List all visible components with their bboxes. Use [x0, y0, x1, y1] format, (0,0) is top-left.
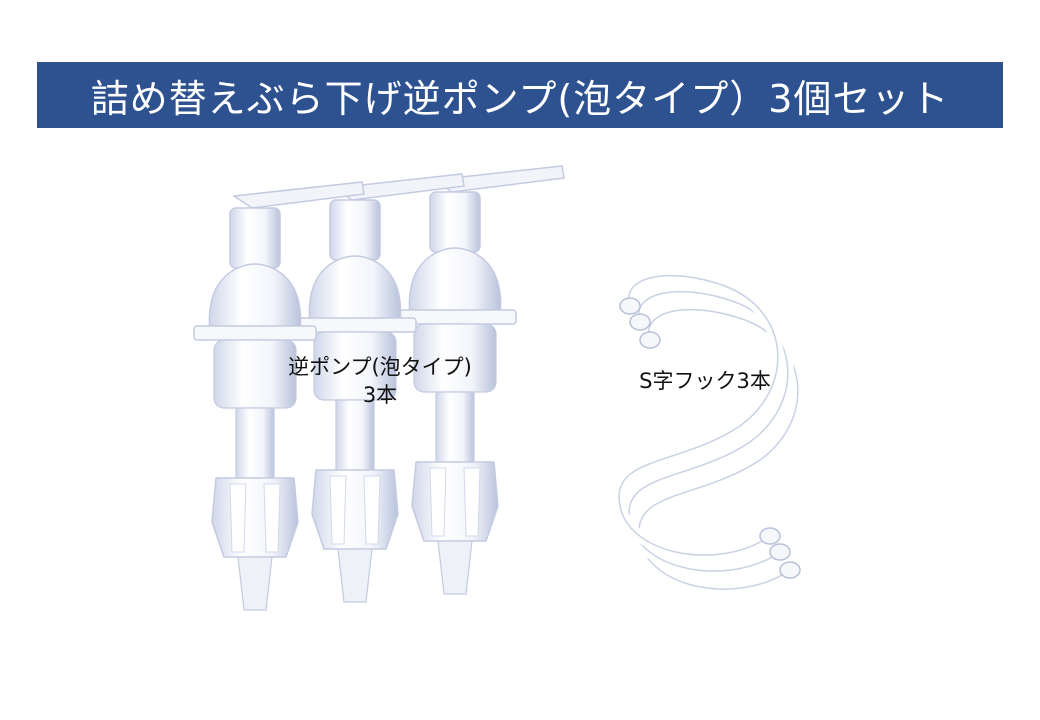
pump-label-line2: 3本: [362, 383, 398, 407]
hook-label: S字フック3本: [639, 369, 771, 393]
pump-label-line1: 逆ポンプ(泡タイプ): [288, 355, 472, 379]
s-hook-icon: [619, 276, 800, 589]
pump-label: 逆ポンプ(泡タイプ) 3本: [240, 353, 520, 409]
title-banner: 詰め替えぶら下げ逆ポンプ(泡タイプ）3個セット: [37, 62, 1003, 128]
banner-title: 詰め替えぶら下げ逆ポンプ(泡タイプ）3個セット: [90, 76, 950, 121]
